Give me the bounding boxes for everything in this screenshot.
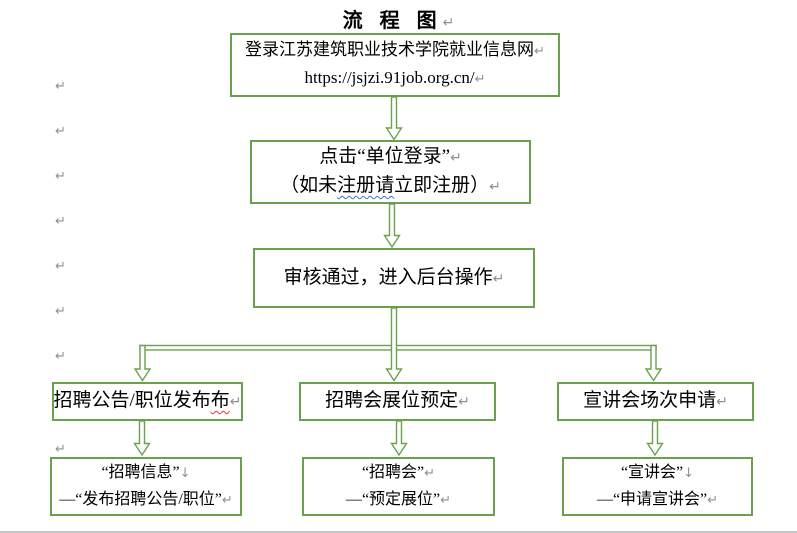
box-booth-reservation: 招聘会展位预定↵ bbox=[299, 382, 496, 421]
box-info-session: 宣讲会场次申请↵ bbox=[557, 382, 754, 421]
box-unit-login: 点击“单位登录”↵ （如未注册请立即注册）↵ bbox=[250, 140, 531, 204]
grammar-squiggle-text: 注册请 bbox=[337, 175, 395, 196]
arrow-down-right-leaf bbox=[646, 420, 664, 457]
soft-break-mark: ↓ bbox=[179, 465, 191, 481]
paragraph-return-mark: ↵ bbox=[442, 15, 455, 31]
window-bottom-edge bbox=[0, 531, 797, 533]
leaf-mid-line1: “招聘会”↵ bbox=[361, 463, 436, 481]
leaf-right-line2: —“申请宣讲会”↵ bbox=[596, 490, 719, 508]
box-unit-login-line1: 点击“单位登录”↵ bbox=[319, 146, 462, 167]
box-leaf-session-path: “宣讲会”↓ —“申请宣讲会”↵ bbox=[562, 457, 753, 516]
box-login-url: https://jsjzi.91job.org.cn/↵ bbox=[304, 68, 486, 87]
paragraph-mark: ↵ bbox=[55, 79, 66, 94]
leaf-mid-line2: —“预定展位”↵ bbox=[345, 490, 452, 508]
paragraph-mark: ↵ bbox=[55, 259, 66, 274]
return-mark: ↵ bbox=[458, 394, 470, 410]
arrow-down-unitlogin-to-review bbox=[383, 203, 401, 249]
paragraph-mark: ↵ bbox=[55, 214, 66, 229]
spelling-squiggle-text: 布 bbox=[210, 390, 230, 411]
box-login-line1: 登录江苏建筑职业技术学院就业信息网↵ bbox=[245, 40, 545, 59]
box-login-site: 登录江苏建筑职业技术学院就业信息网↵ https://jsjzi.91job.o… bbox=[230, 33, 560, 97]
box-leaf-job-posting-path: “招聘信息”↓ —“发布招聘公告/职位”↵ bbox=[50, 457, 242, 516]
return-mark: ↵ bbox=[492, 270, 505, 287]
return-mark: ↵ bbox=[474, 72, 486, 87]
paragraph-mark: ↵ bbox=[55, 124, 66, 139]
box-info-session-text: 宣讲会场次申请↵ bbox=[583, 390, 728, 411]
branch-horizontal-bar bbox=[139, 344, 657, 351]
page-title: 流 程 图↵ bbox=[0, 4, 797, 33]
return-mark: ↵ bbox=[229, 394, 242, 410]
paragraph-mark: ↵ bbox=[55, 169, 66, 184]
box-booth-reservation-text: 招聘会展位预定↵ bbox=[325, 390, 470, 411]
return-mark: ↵ bbox=[534, 44, 545, 59]
return-mark: ↵ bbox=[450, 150, 462, 166]
return-mark: ↵ bbox=[716, 394, 728, 410]
box-unit-login-line2: （如未注册请立即注册）↵ bbox=[280, 175, 501, 196]
paragraph-mark: ↵ bbox=[55, 442, 66, 457]
branch-arrow-left bbox=[133, 344, 152, 382]
arrow-down-left-leaf bbox=[133, 420, 151, 457]
soft-break-mark: ↓ bbox=[683, 465, 695, 481]
return-mark: ↵ bbox=[221, 492, 233, 508]
box-review-passed: 审核通过，进入后台操作↵ bbox=[253, 248, 535, 308]
paragraph-mark: ↵ bbox=[55, 304, 66, 319]
arrow-down-login-to-unitlogin bbox=[385, 96, 403, 141]
branch-arrow-center bbox=[385, 307, 403, 382]
page-title-text: 流 程 图 bbox=[342, 10, 443, 32]
return-mark: ↵ bbox=[440, 492, 452, 508]
box-job-posting-text: 招聘公告/职位发布布↵ bbox=[53, 390, 242, 411]
box-leaf-booth-path: “招聘会”↵ —“预定展位”↵ bbox=[302, 457, 495, 516]
branch-arrow-right bbox=[644, 344, 663, 382]
return-mark: ↵ bbox=[707, 492, 719, 508]
leaf-left-line2: —“发布招聘公告/职位”↵ bbox=[59, 490, 233, 508]
box-review-line1: 审核通过，进入后台操作↵ bbox=[283, 266, 505, 288]
leaf-right-line1: “宣讲会”↓ bbox=[620, 463, 695, 481]
return-mark: ↵ bbox=[424, 465, 436, 481]
leaf-left-line1: “招聘信息”↓ bbox=[101, 463, 191, 481]
box-job-posting: 招聘公告/职位发布布↵ bbox=[52, 382, 243, 421]
paragraph-mark: ↵ bbox=[55, 349, 66, 364]
return-mark: ↵ bbox=[489, 179, 501, 195]
arrow-down-mid-leaf bbox=[390, 420, 408, 457]
